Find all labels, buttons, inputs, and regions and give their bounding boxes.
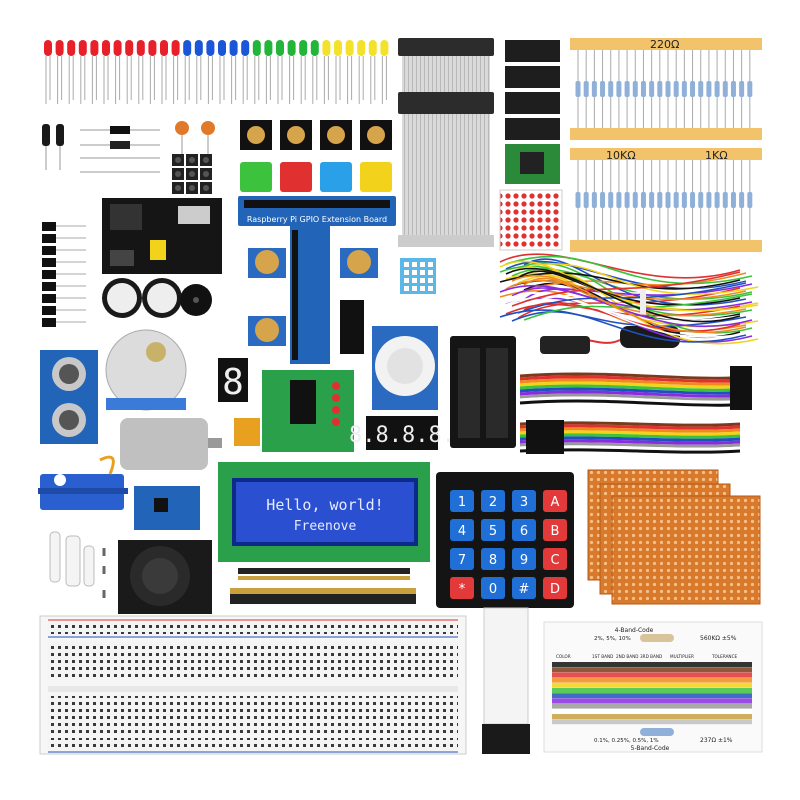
keypad-key: D (543, 577, 567, 599)
seven-segment-4digit: 8.8.8.8. (349, 416, 455, 450)
stepper-motor (105, 329, 187, 411)
pin-headers (230, 568, 416, 604)
servo-motor (38, 455, 128, 510)
keypad-key-label: 0 (489, 582, 497, 597)
breadboard (39, 615, 467, 755)
button-caps (240, 162, 392, 192)
resistor-color-code-card: 4-Band-Code 560KΩ ±5% 2%, 5%, 10% COLOR 1… (543, 621, 763, 753)
led-dot-matrix (499, 189, 563, 251)
dupont-ribbon (482, 607, 530, 754)
keypad-key-label: # (519, 582, 530, 597)
tactile-buttons (240, 120, 392, 150)
buzzers (102, 278, 212, 318)
perfboards (587, 469, 761, 605)
ultrasonic-sensor (40, 350, 98, 444)
ic-chips (505, 40, 560, 140)
dc-plug (540, 336, 590, 354)
keypad-key-label: 9 (520, 553, 528, 568)
gpio-extension-board: Raspberry Pi GPIO Extension Board (238, 196, 396, 364)
transistors (42, 222, 86, 327)
card-title-bottom: 5-Band-Code (631, 745, 670, 752)
keypad-key: 5 (481, 519, 505, 541)
servo-horns (49, 531, 106, 598)
lcd-line-1: Hello, world! (266, 496, 383, 514)
keypad-key-label: A (551, 495, 560, 510)
gpio-ribbon-cable (398, 38, 494, 247)
rainbow-ribbon-cable (519, 366, 752, 454)
card-header: TOLERANCE (711, 654, 737, 659)
keypad-key: 1 (450, 490, 474, 512)
resistor-label-220: 220Ω (650, 38, 679, 51)
keypad-key: 2 (481, 490, 505, 512)
keypad-key-label: 5 (489, 524, 497, 539)
diodes (80, 126, 160, 173)
seven-segment-digit: 8 (222, 362, 244, 403)
keypad-key-label: 8 (489, 553, 497, 568)
card-title-top: 4-Band-Code (615, 627, 654, 634)
card-example-bottom: 237Ω ±1% (700, 737, 733, 744)
keypad-key-label: 1 (458, 495, 466, 510)
keypad-key: 9 (512, 548, 536, 570)
resistor-label-1k: 1KΩ (705, 149, 728, 162)
card-header: 3RD BAND (640, 654, 662, 659)
uln2003-driver-board (262, 370, 354, 452)
resistor-strip-10k-1k: 10KΩ 1KΩ (570, 148, 762, 252)
keypad-key: * (450, 577, 474, 599)
keypad-key-label: * (459, 582, 466, 597)
seven-segment-4digit-text: 8.8.8.8. (349, 423, 455, 448)
keypad-key-label: D (550, 582, 560, 597)
card-header: MULTIPLIER (670, 654, 694, 659)
keypad-key-label: B (551, 524, 560, 539)
dht-sensor (400, 258, 436, 294)
resistor-label-10k: 10KΩ (606, 149, 636, 162)
keypad-key: 3 (512, 490, 536, 512)
potentiometers (248, 248, 378, 346)
card-header: 1ST BAND (592, 654, 613, 659)
keypad-key: 4 (450, 519, 474, 541)
keypad-key: C (543, 548, 567, 570)
led-row (44, 40, 389, 104)
keypad-key: 6 (512, 519, 536, 541)
card-header: 2ND BAND (616, 654, 638, 659)
card-header: COLOR (556, 654, 571, 659)
power-supply-module (102, 198, 222, 274)
keypad-key: B (543, 519, 567, 541)
pca-module (505, 144, 560, 184)
membrane-keypad: 1 2 3 A 4 5 6 B 7 8 9 C * 0 # D (436, 472, 574, 608)
battery-holder (450, 336, 516, 448)
dc-motor (120, 418, 222, 470)
relay-cap (234, 418, 260, 446)
keypad-key-label: 7 (458, 553, 466, 568)
led-bar-graph (340, 300, 364, 354)
keypad-key-label: 4 (458, 524, 466, 539)
jumper-wires (499, 253, 759, 345)
gpio-board-label: Raspberry Pi GPIO Extension Board (247, 215, 387, 224)
keypad-key-label: 3 (520, 495, 528, 510)
keypad-key: 7 (450, 548, 474, 570)
resistor-strip-220: 220Ω (570, 38, 762, 140)
keypad-key: A (543, 490, 567, 512)
keypad-key-label: 6 (520, 524, 528, 539)
lcd-line-2: Freenove (294, 519, 357, 534)
seven-segment-single: 8 (218, 358, 248, 403)
pir-sensor (372, 326, 438, 410)
card-tolerance-bottom: 0.1%, 0.25%, 0.5%, 1% (594, 738, 659, 744)
keypad-key: 0 (481, 577, 505, 599)
push-buttons-small (172, 154, 212, 194)
lcd-module: Hello, world! Freenove (218, 462, 430, 562)
keypad-key: 8 (481, 548, 505, 570)
keypad-key-label: 2 (489, 495, 497, 510)
mpu-module (134, 486, 200, 530)
card-tolerance-top: 2%, 5%, 10% (594, 636, 631, 642)
card-example-top: 560KΩ ±5% (700, 635, 737, 642)
joystick-module (118, 540, 212, 614)
keypad-key: # (512, 577, 536, 599)
keypad-key-label: C (550, 553, 559, 568)
